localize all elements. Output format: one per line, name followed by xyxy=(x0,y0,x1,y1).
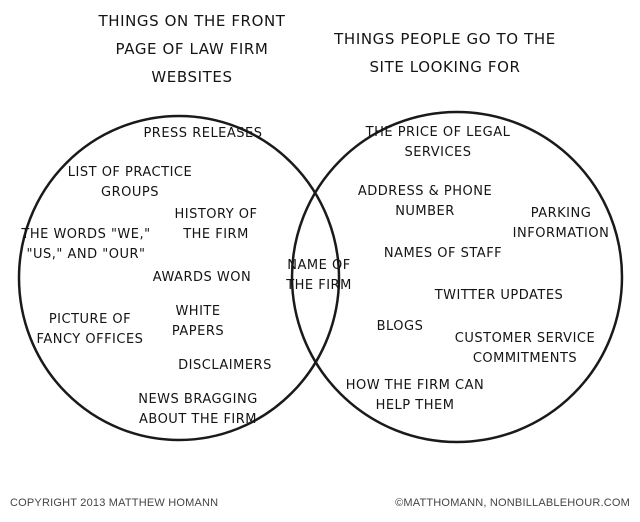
item-names-of-staff: NAMES OF STAFF xyxy=(383,246,503,261)
item-we-us-our: THE WORDS "WE," "US," AND "OUR" xyxy=(21,227,151,262)
item-white-papers: WHITE PAPERS xyxy=(171,304,225,339)
footer-source: ©MATTHOMANN, NONBILLABLEHOUR.COM xyxy=(395,497,630,509)
item-awards: AWARDS WON xyxy=(152,270,252,285)
left-circle xyxy=(17,114,341,442)
item-customer-service: CUSTOMER SERVICE COMMITMENTS xyxy=(454,331,596,366)
footer-copyright: COPYRIGHT 2013 MATTHEW HOMANN xyxy=(10,497,219,509)
item-twitter-updates: TWITTER UPDATES xyxy=(434,288,564,303)
item-practice-groups: LIST OF PRACTICE GROUPS xyxy=(67,165,193,200)
item-fancy-offices: PICTURE OF FANCY OFFICES xyxy=(36,312,144,347)
item-how-firm-can-help: HOW THE FIRM CAN HELP THEM xyxy=(345,378,485,413)
item-press-releases: PRESS RELEASES xyxy=(143,126,263,141)
left-title: THINGS ON THE FRONT PAGE OF LAW FIRM WEB… xyxy=(98,12,286,86)
item-history: HISTORY OF THE FIRM xyxy=(174,207,258,242)
item-address-phone: ADDRESS & PHONE NUMBER xyxy=(357,184,493,219)
right-circle xyxy=(290,110,624,444)
item-name-of-firm: NAME OF THE FIRM xyxy=(286,258,352,293)
item-parking: PARKING INFORMATION xyxy=(512,206,610,241)
item-news-bragging: NEWS BRAGGING ABOUT THE FIRM xyxy=(138,392,258,427)
right-title: THINGS PEOPLE GO TO THE SITE LOOKING FOR xyxy=(334,30,556,76)
item-disclaimers: DISCLAIMERS xyxy=(178,358,272,373)
item-price-legal-services: THE PRICE OF LEGAL SERVICES xyxy=(365,125,511,160)
item-blogs: BLOGS xyxy=(376,319,424,334)
